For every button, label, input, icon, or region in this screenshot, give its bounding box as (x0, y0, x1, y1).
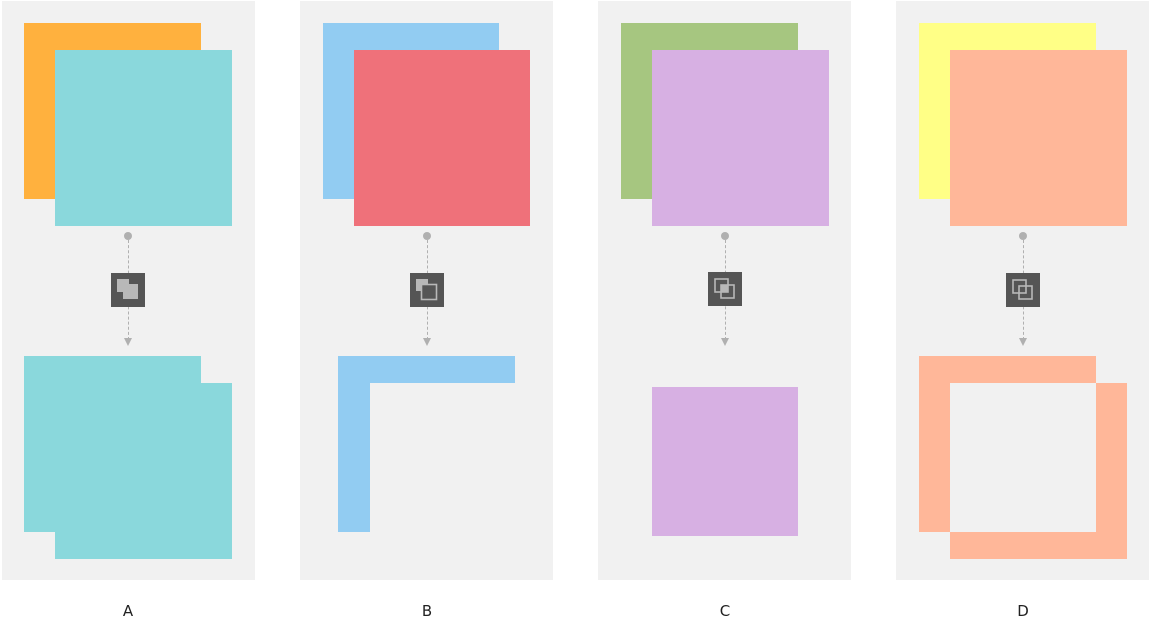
union-icon[interactable] (111, 273, 145, 307)
result-union-path (24, 356, 232, 559)
intersect-icon[interactable] (708, 272, 742, 306)
connector-arrow-d (1019, 338, 1027, 346)
connector-arrow-c (721, 338, 729, 346)
front-square-b (354, 50, 530, 226)
column-label-d: D (1017, 602, 1029, 620)
front-square-d (950, 50, 1127, 226)
front-square-c (652, 50, 829, 226)
front-square-a (55, 50, 232, 226)
connector-arrow-b (423, 338, 431, 346)
connector-dot-b (423, 232, 431, 240)
column-label-b: B (421, 602, 433, 620)
column-label-a: A (122, 602, 134, 620)
exclude-icon[interactable] (1006, 273, 1040, 307)
result-subtract-path (338, 356, 515, 532)
connector-dot-c (721, 232, 729, 240)
connector-dot-a (124, 232, 132, 240)
result-shape-c (652, 387, 798, 536)
connector-dot-d (1019, 232, 1027, 240)
column-label-c: C (719, 602, 731, 620)
subtract-icon[interactable] (410, 273, 444, 307)
result-shape-d (919, 356, 1127, 559)
result-shape-b (338, 356, 515, 532)
connector-arrow-a (124, 338, 132, 346)
result-shape-a (24, 356, 232, 559)
result-exclude-path (919, 356, 1127, 559)
